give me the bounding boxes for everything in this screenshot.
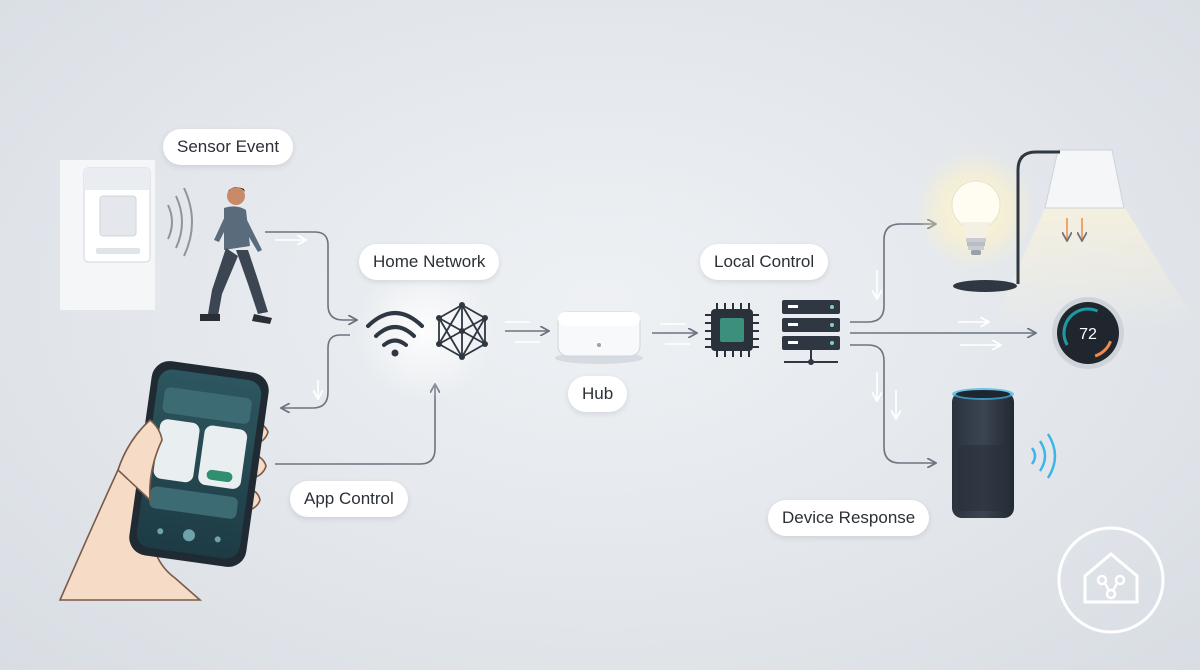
- hub-device-icon: [555, 311, 643, 364]
- app-to-network-arrow: [275, 385, 435, 465]
- sensor-event-label: Sensor Event: [163, 129, 294, 165]
- chip-icon: [705, 303, 759, 357]
- home-network-label: Home Network: [359, 244, 500, 280]
- sensor-to-network-arrow: [265, 231, 356, 320]
- walking-person-icon: [200, 187, 272, 324]
- right-white-flow-accents: [877, 270, 1000, 418]
- wifi-icon: [366, 311, 424, 357]
- floor-lamp-icon: [953, 149, 1200, 330]
- server-to-bulb-arrow: [850, 224, 935, 323]
- motion-sensor-icon: [60, 160, 155, 310]
- speaker-sound-waves-icon: [1030, 433, 1057, 479]
- hub-label: Hub: [568, 376, 628, 412]
- network-to-hub-arrow: [505, 321, 548, 343]
- smart-speaker-icon: [952, 388, 1014, 518]
- server-stack-icon: [782, 300, 840, 365]
- mesh-network-icon: [436, 302, 488, 360]
- network-to-app-arrow: [282, 334, 350, 408]
- smartphone-app-icon: [58, 361, 269, 601]
- thermostat-icon: 72: [1052, 297, 1124, 369]
- hub-to-chip-arrow: [652, 323, 696, 345]
- thermostat-temperature: 72: [1079, 326, 1097, 343]
- local-control-label: Local Control: [700, 244, 829, 280]
- app-control-label: App Control: [290, 481, 408, 517]
- server-to-speaker-arrow: [850, 344, 935, 463]
- white-flow-accents: [275, 240, 318, 398]
- network-glow: [355, 262, 495, 402]
- device-response-label: Device Response: [768, 500, 930, 536]
- light-bulb-icon: [951, 180, 1001, 255]
- home-logo-icon: [1057, 526, 1165, 634]
- sensor-waves-icon: [167, 187, 193, 257]
